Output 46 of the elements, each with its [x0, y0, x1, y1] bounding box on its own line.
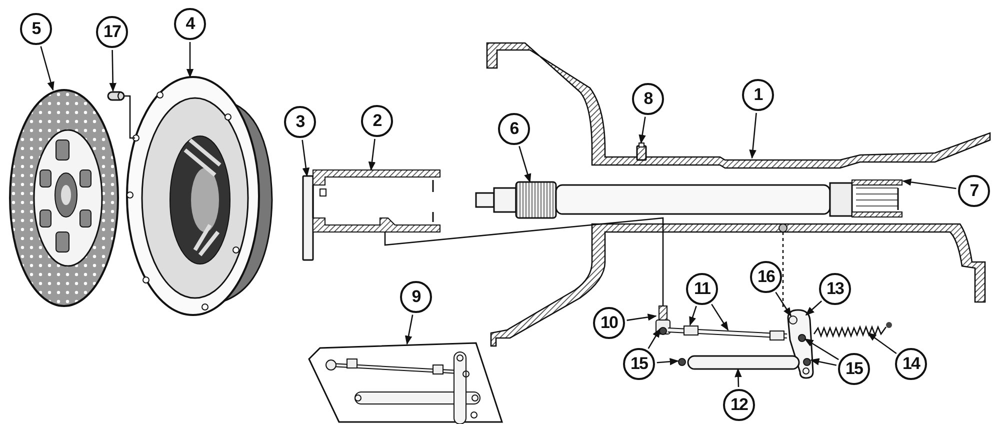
callout-number: 4 — [174, 8, 206, 40]
callout-number: 14 — [895, 348, 927, 380]
spring-drawing — [813, 322, 892, 338]
leader-line — [518, 146, 532, 183]
callout-number: 12 — [723, 389, 755, 421]
shaft-drawing — [475, 181, 853, 219]
dashed-line — [782, 232, 784, 310]
leader-line — [734, 368, 742, 388]
leader-line — [638, 116, 646, 144]
callout-number: 9 — [400, 281, 432, 313]
linkage-inset-drawing — [308, 342, 504, 424]
leader-line — [656, 358, 679, 366]
leader-line — [109, 50, 116, 92]
housing-drawing — [486, 42, 991, 347]
pivot-drawing — [678, 358, 686, 366]
leader-line — [648, 328, 661, 349]
dowel-pin — [107, 91, 125, 101]
leader-line — [626, 314, 657, 321]
leader-line — [124, 95, 135, 139]
leader-line — [804, 338, 839, 360]
leader-line — [384, 217, 664, 306]
callout-number: 15 — [838, 353, 870, 385]
sleeve-drawing — [312, 170, 440, 232]
leader-line — [902, 178, 956, 190]
grease-nipple — [636, 142, 647, 161]
leader-line — [810, 358, 837, 366]
leader-line — [867, 332, 897, 354]
pressure-plate-drawing — [126, 76, 273, 316]
leader-line — [404, 314, 414, 345]
clutch-disc-drawing — [9, 89, 119, 307]
callout-number: 5 — [20, 13, 52, 45]
end-cap — [302, 175, 314, 261]
leader-line — [805, 300, 822, 316]
leader-line — [40, 46, 54, 91]
leader-line — [302, 140, 310, 177]
leader-line — [689, 306, 697, 326]
callout-number: 3 — [284, 106, 316, 138]
link-bar — [687, 355, 800, 370]
leader-line — [775, 292, 792, 317]
callout-number: 17 — [96, 16, 128, 48]
leader-line — [749, 112, 757, 159]
callout-number: 15 — [623, 348, 655, 380]
leader-line — [711, 304, 729, 331]
leader-line — [368, 138, 376, 171]
callout-number: 2 — [361, 105, 393, 137]
leader-line — [186, 42, 194, 78]
